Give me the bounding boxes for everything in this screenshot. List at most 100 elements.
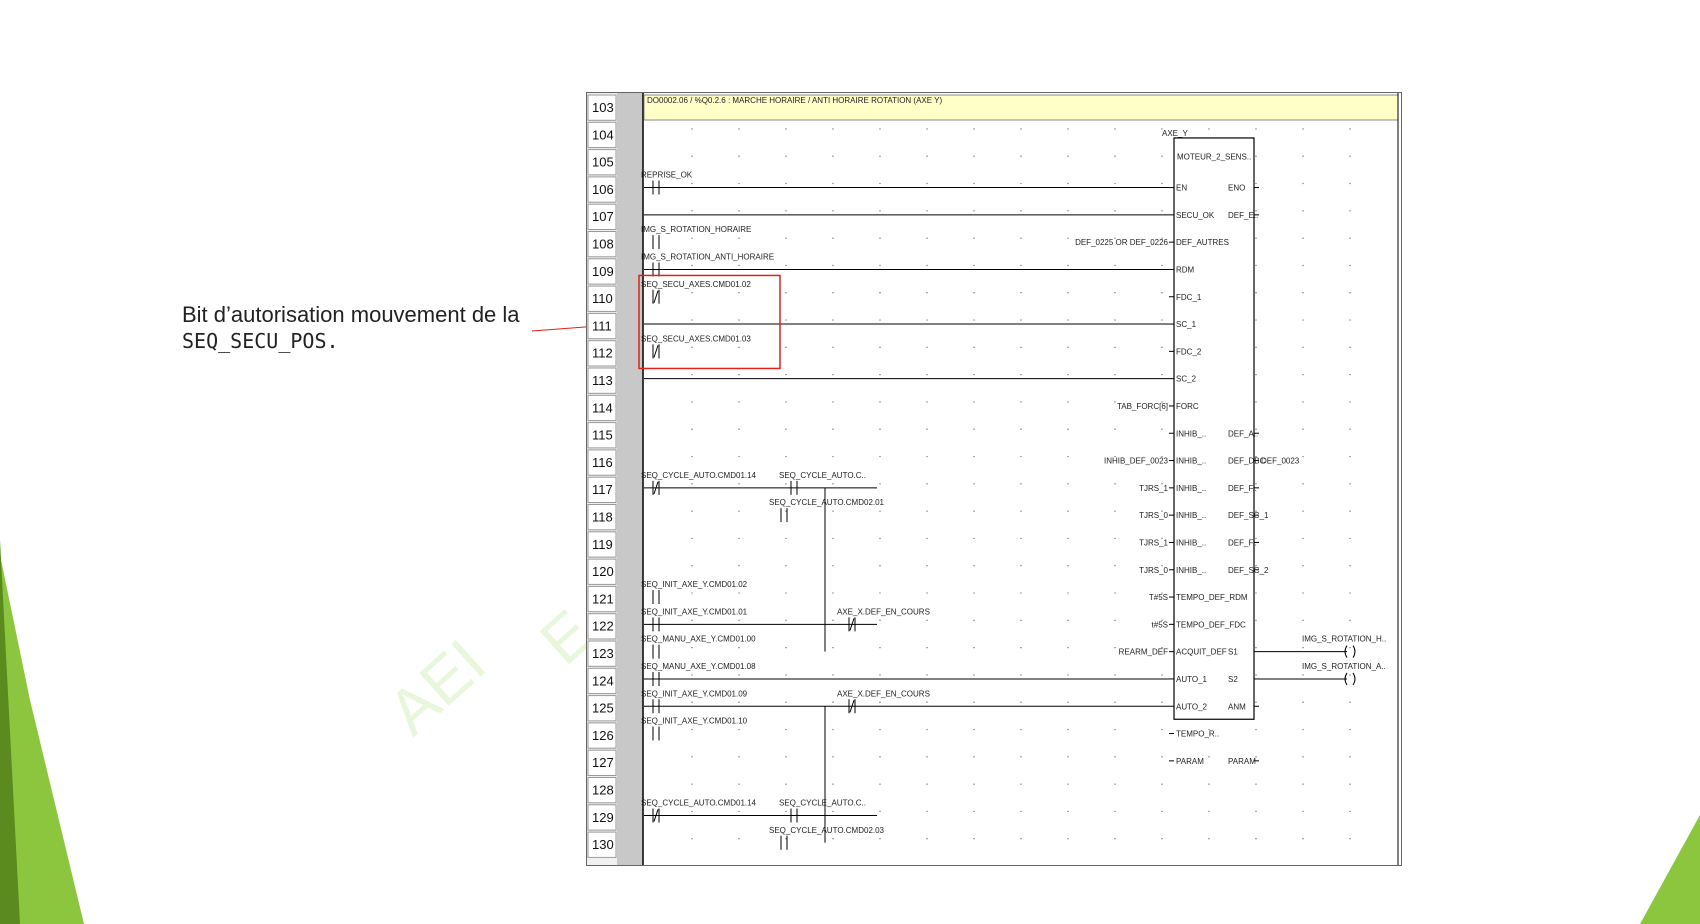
grid-dot — [1349, 319, 1351, 321]
block-input-label: DEF_AUTRES — [1176, 238, 1229, 247]
grid-dot — [1067, 537, 1069, 540]
grid-dot — [1161, 646, 1163, 649]
grid-dot — [926, 182, 928, 185]
grid-dot — [832, 483, 834, 485]
grid-dot — [785, 346, 787, 349]
block-input-label: RDM — [1176, 265, 1195, 274]
contact-label: SEQ_CYCLE_AUTO.CMD01.14 — [641, 798, 757, 807]
grid-dot — [1067, 428, 1069, 430]
line-number-cell — [587, 831, 617, 858]
grid-dot — [1114, 810, 1116, 813]
grid-dot — [879, 292, 881, 294]
line-number-cell — [587, 340, 617, 367]
grid-dot — [691, 674, 693, 676]
grid-dot — [1255, 455, 1257, 458]
contact-negation — [849, 700, 855, 713]
line-number: 127 — [592, 755, 614, 770]
grid-dot — [785, 373, 787, 376]
grid-dot — [1020, 510, 1022, 512]
grid-dot — [1067, 701, 1069, 703]
annotation-text: Bit d’autorisation mouvement de la SEQ_S… — [182, 302, 520, 354]
grid-dot — [1020, 401, 1022, 403]
grid-dot — [738, 237, 740, 239]
grid-dot — [1067, 728, 1069, 731]
grid-dot — [1255, 428, 1257, 430]
grid-dot — [1302, 510, 1304, 512]
block-output-label: DEF_SC_1 — [1228, 511, 1269, 520]
line-number: 114 — [592, 400, 613, 415]
block-output-label: ENO — [1228, 184, 1245, 193]
grid-dot — [879, 455, 881, 458]
grid-dot — [785, 401, 787, 403]
grid-dot — [1255, 237, 1257, 239]
grid-dot — [1161, 592, 1163, 594]
grid-dot — [1255, 728, 1257, 731]
block-input-param: TJRS_0 — [1139, 566, 1168, 575]
grid-dot — [1114, 319, 1116, 321]
grid-dot — [926, 373, 928, 376]
line-number-cell — [587, 695, 617, 722]
grid-dot — [1302, 346, 1304, 349]
grid-dot — [1067, 401, 1069, 403]
grid-dot — [879, 510, 881, 512]
grid-dot — [1349, 510, 1351, 512]
grid-dot — [1114, 155, 1116, 157]
coil-left-arc — [1344, 645, 1348, 658]
grid-dot — [785, 483, 787, 485]
grid-dot — [1020, 646, 1022, 649]
grid-dot — [973, 210, 975, 212]
grid-dot — [1255, 155, 1257, 157]
grid-dot — [1349, 128, 1351, 130]
block-input-label: SC_2 — [1176, 375, 1197, 384]
grid-dot — [1020, 701, 1022, 703]
line-number: 125 — [592, 701, 614, 716]
block-input-label: SECU_OK — [1176, 211, 1215, 220]
grid-dot — [1067, 210, 1069, 212]
grid-dot — [691, 756, 693, 758]
grid-dot — [832, 701, 834, 703]
grid-dot — [1114, 182, 1116, 185]
ladder-diagram-window[interactable]: DO0002.06 / %Q0.2.6 : MARCHE HORAIRE / A… — [586, 92, 1402, 866]
grid-dot — [1114, 401, 1116, 403]
grid-dot — [973, 592, 975, 594]
left-green-accent — [0, 555, 84, 924]
function-block — [1173, 137, 1255, 720]
annotation-line-2: SEQ_SECU_POS. — [182, 329, 339, 353]
grid-dot — [1255, 128, 1257, 130]
grid-dot — [785, 510, 787, 512]
grid-dot — [738, 728, 740, 731]
grid-dot — [832, 264, 834, 267]
line-number: 128 — [592, 783, 614, 798]
line-number-cell — [587, 531, 617, 558]
grid-dot — [691, 592, 693, 594]
grid-dot — [785, 674, 787, 676]
grid-dot — [926, 537, 928, 540]
contact-label: REPRISE_OK — [641, 171, 693, 180]
grid-dot — [691, 838, 693, 840]
grid-dot — [1208, 728, 1210, 731]
grid-dot — [1067, 264, 1069, 267]
grid-dot — [1161, 373, 1163, 376]
grid-dot — [832, 455, 834, 458]
grid-dot — [785, 537, 787, 540]
grid-dot — [1302, 264, 1304, 267]
grid-dot — [1161, 701, 1163, 703]
grid-dot — [832, 619, 834, 622]
grid-dot — [1114, 838, 1116, 840]
grid-dot — [1020, 565, 1022, 567]
grid-dot — [1161, 128, 1163, 130]
contact-label: IMG_S_ROTATION_HORAIRE — [641, 225, 751, 234]
grid-dot — [1349, 346, 1351, 349]
grid-dot — [738, 346, 740, 349]
grid-dot — [1020, 428, 1022, 430]
grid-dot — [785, 810, 787, 813]
block-input-param: DEF_0225 OR DEF_0226 — [1075, 238, 1168, 247]
grid-dot — [926, 674, 928, 676]
grid-dot — [1067, 756, 1069, 758]
block-output-label: S2 — [1228, 675, 1238, 684]
grid-dot — [1302, 619, 1304, 622]
grid-dot — [926, 319, 928, 321]
grid-dot — [926, 701, 928, 703]
grid-dot — [1302, 646, 1304, 649]
grid-dot — [738, 674, 740, 676]
